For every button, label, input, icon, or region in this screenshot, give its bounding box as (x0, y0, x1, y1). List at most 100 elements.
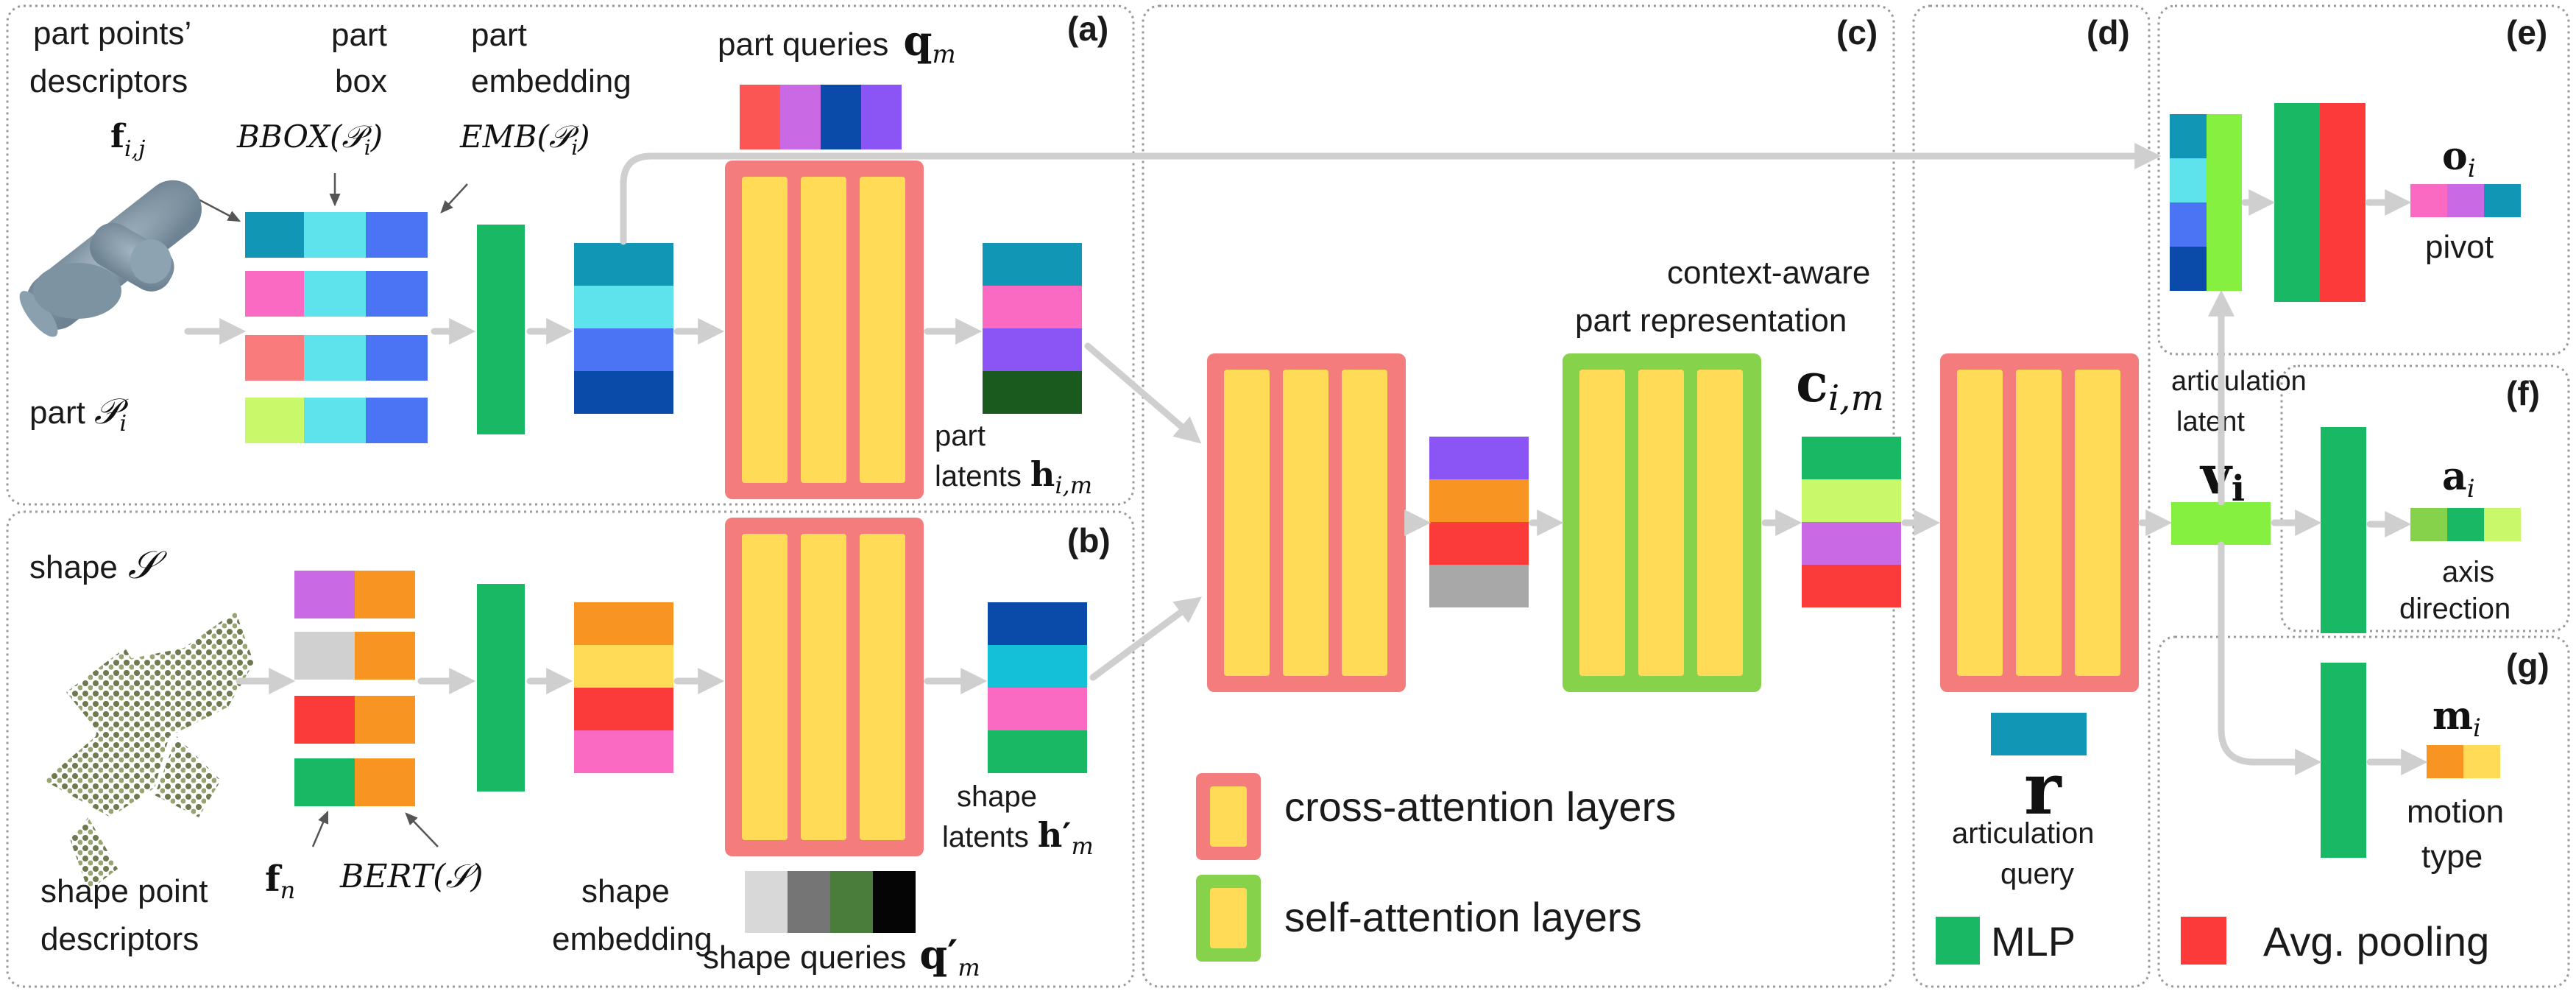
pivot-mlp-block (2274, 103, 2320, 302)
articulation-cross-attention-block (1940, 353, 2139, 692)
shape-embedding-label: shape (581, 873, 670, 909)
panel-f-box (2280, 364, 2570, 632)
part-points-label: part points’ (33, 15, 191, 52)
bert-pointer (405, 812, 439, 847)
shape-latents-stack (988, 602, 1087, 773)
panel-e-label: (e) (2506, 13, 2547, 52)
articulation-latent-block (2171, 502, 2271, 545)
bert-math: BERT(𝒮) (339, 858, 484, 895)
panel-a-label: (a) (1067, 10, 1108, 48)
axis-output-blocks (2410, 508, 2521, 541)
legend-avg-pooling-label: Avg. pooling (2263, 918, 2489, 965)
pivot-input-stack (2170, 114, 2242, 291)
articulation-query-label: articulation (1952, 817, 2094, 850)
shape-descriptor-table (294, 571, 415, 806)
part-box-math: BBOX(𝒫i) (236, 119, 383, 160)
panel-a-box (6, 4, 1135, 506)
part-embedding-stack (574, 243, 673, 414)
articulation-query-block (1991, 713, 2087, 755)
fn-symbol: fn (265, 859, 295, 904)
shape-pointcloud-icon (44, 611, 254, 891)
articulation-latent-symbol: vi (2199, 443, 2245, 510)
articulation-latent-label: articulation (2171, 366, 2307, 397)
motion-label: motion (2407, 794, 2504, 830)
legend-self-attention-label: self-attention layers (1284, 894, 1642, 940)
shape-queries-blocks (745, 871, 916, 933)
shape-embedding-stack (574, 602, 673, 773)
panel-c-box (1142, 4, 1895, 988)
flow-arrows (184, 143, 2428, 775)
part-latents-stack (983, 243, 1082, 414)
part-cross-attention-block (725, 161, 924, 499)
shape-embedding-label-2: embedding (552, 921, 712, 957)
context-label: context-aware (1667, 255, 1870, 291)
panel-d-label: (d) (2087, 13, 2130, 52)
part-mlp-block (477, 225, 525, 434)
panel-c-label: (c) (1836, 13, 1878, 52)
motion-label-2: type (2421, 839, 2483, 875)
axis-mlp-block (2321, 427, 2366, 633)
panel-b-label: (b) (1067, 521, 1111, 560)
panel-g-box (2157, 635, 2570, 988)
pivot-pooling-block (2320, 103, 2366, 302)
self-attention-block (1563, 353, 1761, 692)
arrow-shape-latents-to-fusion (1089, 596, 1203, 681)
legend-mlp-swatch (1936, 917, 1980, 965)
shape-cross-attention-block (725, 518, 924, 856)
part-emb-label-2: embedding (471, 63, 631, 99)
panel-d-box (1912, 4, 2151, 988)
panel-e-box (2157, 4, 2570, 356)
fn-pointer (311, 810, 329, 847)
pivot-symbol: oi (2442, 134, 2476, 183)
pivot-label: pivot (2425, 229, 2494, 265)
legend-avg-pooling: Avg. pooling (2181, 917, 2489, 965)
shape-point-descriptors-label: shape point (40, 873, 208, 909)
legend-avg-pooling-swatch (2181, 917, 2226, 965)
part-box-label: part (331, 17, 387, 53)
axis-label: axis (2442, 556, 2494, 588)
context-representation-stack (1802, 437, 1901, 607)
part-latents-label: part (935, 420, 986, 452)
shape-point-descriptors-label-2: descriptors (40, 921, 199, 957)
axis-symbol: ai (2442, 454, 2475, 504)
shape-mlp-block (477, 584, 525, 792)
articulation-query-label-2: query (2000, 858, 2074, 890)
legend-self-attention: self-attention layers (1196, 875, 1642, 962)
motion-mlp-block (2321, 663, 2366, 858)
motion-symbol: mi (2432, 694, 2481, 743)
part-pointcloud-icon (19, 180, 202, 337)
part-emb-label: part (471, 17, 527, 53)
arrow-latent-to-motion (2218, 541, 2322, 775)
part-emb-pointer (440, 183, 468, 214)
part-points-symbol: fi,j (110, 118, 145, 162)
part-points-label-2: descriptors (29, 63, 188, 99)
articulation-query-symbol: r (2024, 747, 2062, 831)
fusion-output-stack (1429, 437, 1529, 607)
arrow-skip-to-pivot (620, 143, 2162, 245)
motion-output-blocks (2427, 745, 2500, 778)
part-queries-blocks (740, 85, 902, 149)
part-emb-math: EMB(𝒫i) (459, 119, 590, 160)
legend-cross-attention: cross-attention layers (1196, 773, 1676, 860)
part-box-label-2: box (335, 63, 387, 99)
arrow-part-latents-to-fusion (1084, 342, 1202, 444)
legend-mlp: MLP (1936, 917, 2076, 965)
panel-g-label: (g) (2506, 646, 2550, 685)
legend-mlp-label: MLP (1991, 918, 2076, 965)
shape-latents-label: shape (957, 780, 1037, 813)
part-descriptor-table (245, 212, 428, 443)
axis-label-2: direction (2399, 593, 2510, 625)
legend-cross-attention-label: cross-attention layers (1284, 783, 1676, 830)
panel-f-label: (f) (2506, 374, 2540, 412)
fusion-cross-attention-block (1207, 353, 1406, 692)
context-label-2: part representation (1575, 303, 1847, 339)
panel-b-box (6, 510, 1135, 988)
articulation-latent-label-2: latent (2176, 406, 2245, 437)
